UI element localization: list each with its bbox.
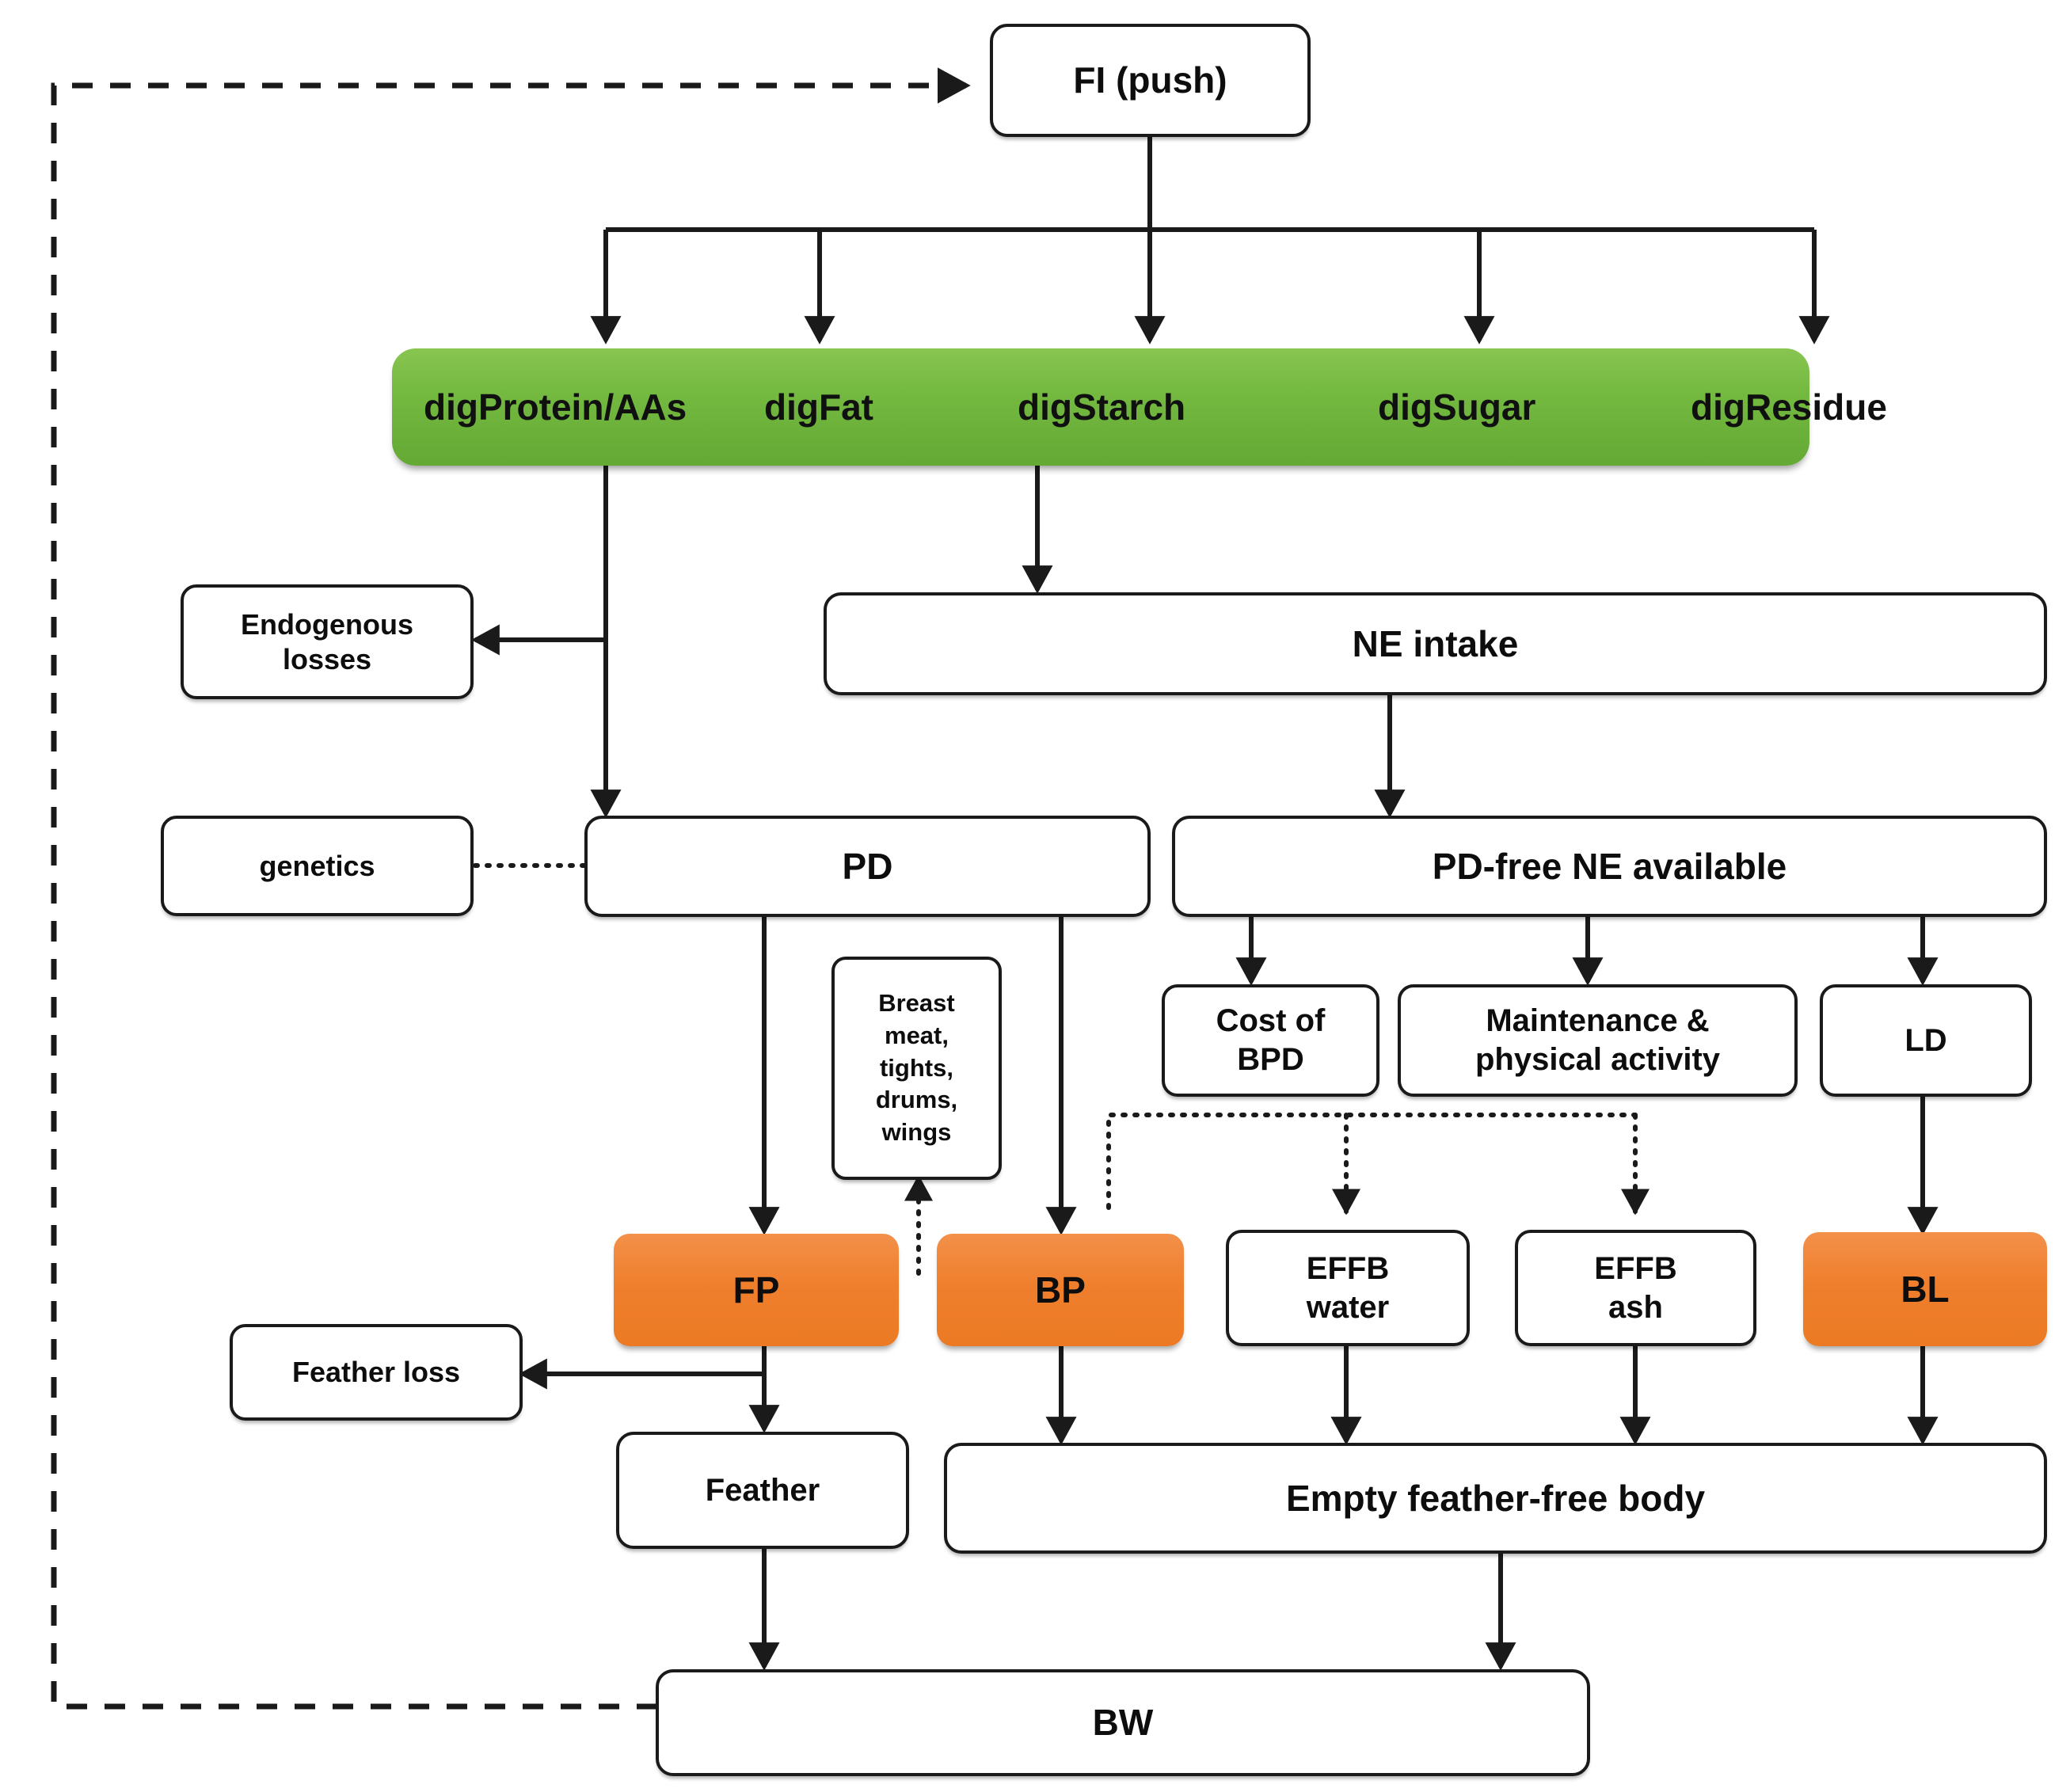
node-effb-ash-line2: ash bbox=[1608, 1289, 1663, 1325]
node-cost-of-bpd-line2: BPD bbox=[1237, 1042, 1304, 1077]
node-breast-meat-line1: Breast bbox=[878, 988, 955, 1017]
node-breast-meat-parts[interactable]: Breast meat, tights, drums, wings bbox=[831, 957, 1002, 1180]
node-cost-of-bpd[interactable]: Cost of BPD bbox=[1162, 984, 1379, 1097]
node-breast-meat-line3: tights, bbox=[879, 1053, 953, 1082]
node-breast-meat-line5: wings bbox=[881, 1118, 952, 1147]
node-ne-intake-label: NE intake bbox=[1352, 622, 1519, 664]
node-effb-water-line2: water bbox=[1306, 1289, 1390, 1325]
green-item-digsugar: digSugar bbox=[1378, 386, 1536, 428]
wire-bp-to-effb-branch bbox=[1106, 1113, 1638, 1210]
green-item-digfat: digFat bbox=[764, 386, 873, 428]
node-pd-free-ne-label: PD-free NE available bbox=[1432, 845, 1787, 887]
node-endogenous-losses-line2: losses bbox=[282, 642, 372, 675]
node-breast-meat-line2: meat, bbox=[885, 1021, 949, 1049]
node-maintenance-line2: physical activity bbox=[1474, 1042, 1721, 1077]
wire-bw-feedback-to-fi bbox=[51, 67, 971, 1710]
node-fp[interactable]: FP bbox=[614, 1234, 899, 1346]
node-endogenous-losses[interactable]: Endogenous losses bbox=[181, 584, 474, 699]
node-pd-free-ne[interactable]: PD-free NE available bbox=[1172, 816, 2047, 917]
node-genetics[interactable]: genetics bbox=[161, 816, 474, 916]
node-bw-label: BW bbox=[1092, 1702, 1154, 1744]
node-feather-loss[interactable]: Feather loss bbox=[230, 1324, 523, 1421]
node-cost-of-bpd-line1: Cost of bbox=[1216, 1003, 1326, 1039]
node-empty-feather-free-body[interactable]: Empty feather-free body bbox=[944, 1443, 2047, 1554]
node-feather[interactable]: Feather bbox=[616, 1432, 909, 1549]
node-breast-meat-line4: drums, bbox=[875, 1086, 958, 1114]
node-maintenance-physical-activity[interactable]: Maintenance & physical activity bbox=[1398, 984, 1798, 1097]
node-bl-label: BL bbox=[1901, 1268, 1950, 1310]
node-effb-ash-line1: EFFB bbox=[1594, 1250, 1677, 1286]
node-empty-feather-free-body-label: Empty feather-free body bbox=[1285, 1477, 1706, 1519]
node-feather-label: Feather bbox=[705, 1472, 820, 1508]
node-feather-loss-label: Feather loss bbox=[291, 1356, 461, 1389]
node-maintenance-line1: Maintenance & bbox=[1486, 1003, 1710, 1039]
node-bw[interactable]: BW bbox=[656, 1669, 1590, 1776]
node-bp-label: BP bbox=[1035, 1269, 1086, 1311]
green-item-digresidue: digResidue bbox=[1691, 386, 1887, 428]
node-ne-intake[interactable]: NE intake bbox=[824, 592, 2047, 695]
green-nutrient-bar[interactable]: digProtein/AAs digFat digStarch digSugar… bbox=[392, 348, 1887, 466]
node-pd-label: PD bbox=[842, 845, 893, 887]
node-genetics-label: genetics bbox=[259, 849, 375, 882]
node-bp[interactable]: BP bbox=[937, 1234, 1184, 1346]
node-effb-ash[interactable]: EFFB ash bbox=[1515, 1230, 1756, 1346]
node-effb-water[interactable]: EFFB water bbox=[1226, 1230, 1470, 1346]
node-fp-label: FP bbox=[732, 1269, 780, 1311]
node-endogenous-losses-line1: Endogenous bbox=[241, 607, 413, 641]
node-effb-water-line1: EFFB bbox=[1306, 1250, 1390, 1286]
green-item-digprotein: digProtein/AAs bbox=[424, 386, 687, 428]
node-ld[interactable]: LD bbox=[1820, 984, 2032, 1097]
node-fi-push-label: FI (push) bbox=[1073, 59, 1227, 101]
green-item-digstarch: digStarch bbox=[1018, 386, 1186, 428]
node-fi-push[interactable]: FI (push) bbox=[990, 24, 1311, 137]
node-pd[interactable]: PD bbox=[584, 816, 1151, 917]
node-ld-label: LD bbox=[1904, 1022, 1947, 1058]
node-bl[interactable]: BL bbox=[1803, 1232, 2047, 1346]
